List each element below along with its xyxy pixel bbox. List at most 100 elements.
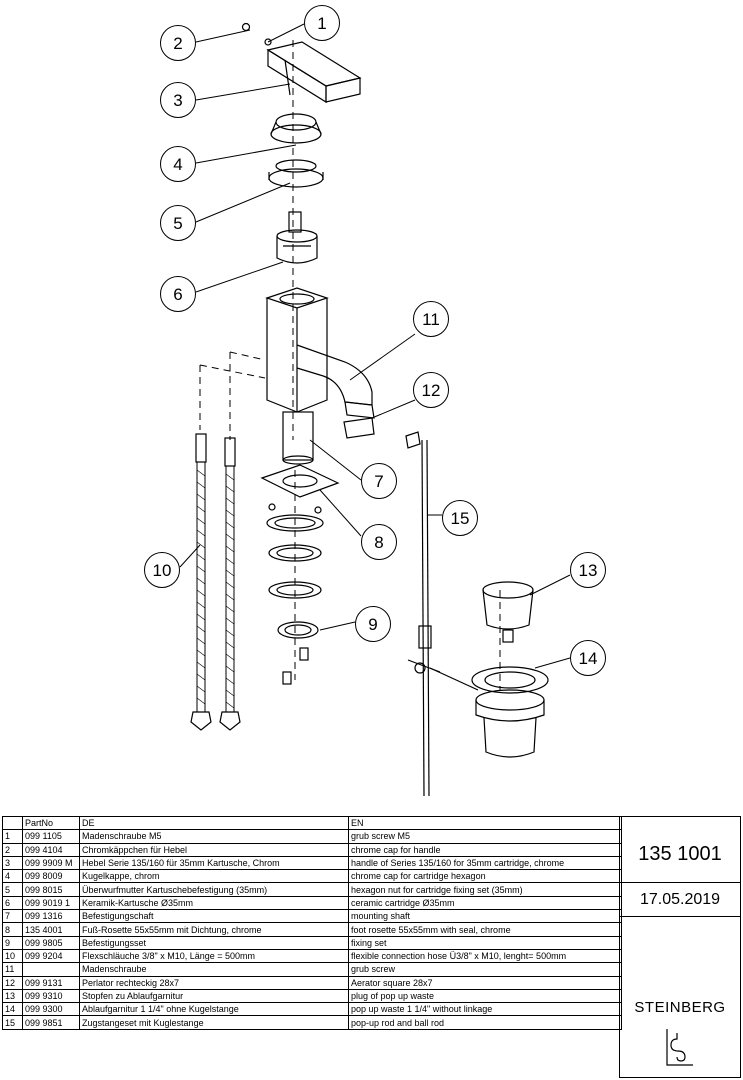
popup-rod-part15 xyxy=(405,431,441,797)
brand-name: STEINBERG xyxy=(634,999,726,1016)
cap-part2 xyxy=(241,22,251,32)
grub-screw-part1 xyxy=(264,38,272,46)
row-en: Aerator square 28x7 xyxy=(348,975,622,990)
callout-1: 1 xyxy=(304,5,340,41)
row-no: 15 xyxy=(2,1015,23,1030)
row-en: pop-up rod and ball rod xyxy=(348,1015,622,1030)
row-no: 14 xyxy=(2,1002,23,1017)
row-partno: 099 1105 xyxy=(22,829,80,844)
row-en: chrome cap for handle xyxy=(348,842,622,857)
row-de: Überwurfmutter Kartuschebefestigung (35m… xyxy=(79,882,349,897)
row-en: pop up waste 1 1/4" without linkage xyxy=(348,1002,622,1017)
callout-4: 4 xyxy=(160,146,196,182)
flex-hoses-part10 xyxy=(190,433,241,731)
row-partno: 099 9204 xyxy=(22,948,80,964)
plug-part13 xyxy=(482,581,534,643)
row-no: 10 xyxy=(2,948,23,964)
row-partno: 099 9019 1 xyxy=(22,895,80,911)
row-de: Hebel Serie 135/160 für 35mm Kartusche, … xyxy=(79,855,349,871)
callout-12: 12 xyxy=(413,372,449,408)
row-de: Madenschraube xyxy=(79,962,349,977)
handle-part3 xyxy=(266,41,362,104)
row-partno xyxy=(22,962,80,977)
washers xyxy=(266,514,324,599)
row-de: Keramik-Kartusche Ø35mm xyxy=(79,895,349,911)
row-de: Flexschläuche 3/8" x M10, Länge = 500mm xyxy=(79,948,349,964)
chrome-cap-part4 xyxy=(270,113,322,144)
brand-logo-icon xyxy=(666,1029,693,1066)
row-partno: 099 8009 xyxy=(22,869,80,884)
leader-lines xyxy=(179,23,571,669)
row-no: 6 xyxy=(2,895,23,911)
row-en: fixing set xyxy=(348,935,622,950)
row-no: 7 xyxy=(2,909,23,924)
row-de: Kugelkappe, chrom xyxy=(79,869,349,884)
row-de: Madenschraube M5 xyxy=(79,829,349,844)
row-de: Zugstangeset mit Kuglestange xyxy=(79,1015,349,1030)
callout-13: 13 xyxy=(570,552,606,588)
title-block: 135 1001 17.05.2019 STEINBERG xyxy=(619,816,741,1078)
row-partno: 099 9310 xyxy=(22,988,80,1004)
row-en: grub screw M5 xyxy=(348,829,622,844)
row-de: Befestigungsset xyxy=(79,935,349,950)
callout-14: 14 xyxy=(570,640,606,676)
row-en: foot rosette 55x55mm with seal, chrome xyxy=(348,922,622,937)
mounting-shaft-part7 xyxy=(282,411,314,465)
row-en: chrome cap for cartridge hexagon xyxy=(348,869,622,884)
row-no: 13 xyxy=(2,988,23,1004)
row-de: Chromkäppchen für Hebel xyxy=(79,842,349,857)
row-de: Perlator rechteckig 28x7 xyxy=(79,975,349,990)
table-header-row: PartNo DE EN xyxy=(2,815,622,831)
row-en: ceramic cartridge Ø35mm xyxy=(348,895,622,911)
row-partno: 099 8015 xyxy=(22,882,80,897)
callout-7: 7 xyxy=(361,463,397,499)
callout-15: 15 xyxy=(442,500,478,536)
row-de: Befestigungschaft xyxy=(79,909,349,924)
row-no: 4 xyxy=(2,869,23,884)
fixing-set-part9 xyxy=(277,621,319,685)
row-no: 11 xyxy=(2,962,23,977)
row-no: 8 xyxy=(2,922,23,937)
row-no: 1 xyxy=(2,829,23,844)
row-partno: 135 4001 xyxy=(22,922,80,937)
assembly-axes xyxy=(199,40,501,690)
popup-waste-part14 xyxy=(429,666,549,758)
row-de: Stopfen zu Ablaufgarnitur xyxy=(79,988,349,1004)
row-no: 9 xyxy=(2,935,23,950)
row-en: flexible connection hose Ü3/8" x M10, le… xyxy=(348,948,622,964)
row-no: 2 xyxy=(2,842,23,857)
row-de: Fuß-Rosette 55x55mm mit Dichtung, chrome xyxy=(79,922,349,937)
row-partno: 099 4104 xyxy=(22,842,80,857)
header-no xyxy=(2,815,23,831)
cartridge-part6 xyxy=(276,211,318,264)
row-no: 12 xyxy=(2,975,23,990)
row-en: handle of Series 135/160 for 35mm cartri… xyxy=(348,855,622,871)
callout-9: 9 xyxy=(355,606,391,642)
callout-2: 2 xyxy=(160,25,196,61)
callout-10: 10 xyxy=(144,552,180,588)
callout-8: 8 xyxy=(361,524,397,560)
row-en: mounting shaft xyxy=(348,909,622,924)
row-partno: 099 9805 xyxy=(22,935,80,950)
document-date: 17.05.2019 xyxy=(620,883,740,917)
row-en: grub screw xyxy=(348,962,622,977)
row-en: plug of pop up waste xyxy=(348,988,622,1004)
header-en: EN xyxy=(348,815,622,831)
row-partno: 099 9909 M xyxy=(22,855,80,871)
callout-6: 6 xyxy=(160,276,196,312)
